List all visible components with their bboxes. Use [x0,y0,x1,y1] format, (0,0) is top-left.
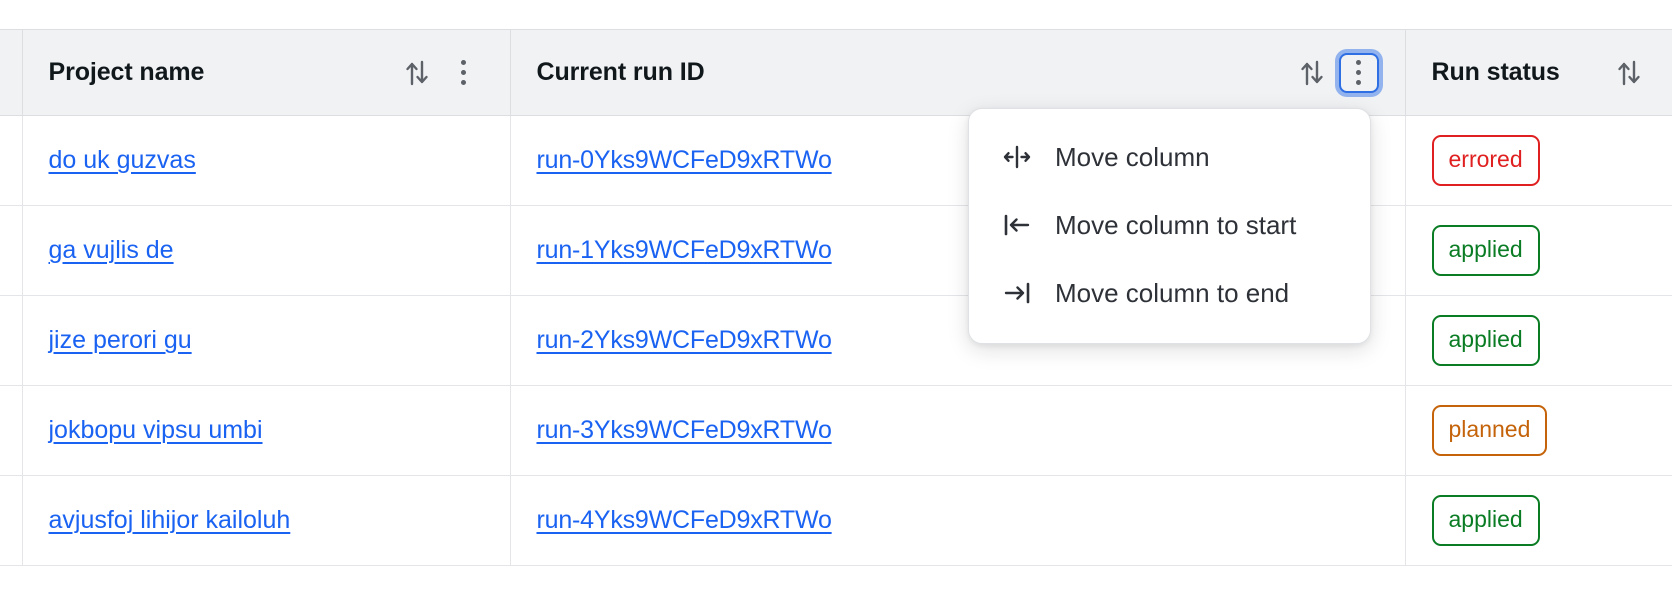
cell-project-name: do uk guzvas [22,115,511,206]
menu-item-label: Move column [1055,141,1210,172]
project-name-link[interactable]: jokbopu vipsu umbi [48,416,263,444]
row-gutter [0,205,23,296]
cell-run-status: errored [1405,115,1672,206]
project-name-link[interactable]: ga vujlis de [48,236,174,264]
sort-icon-run-status[interactable] [1612,54,1646,92]
header-cell-current-run-id[interactable]: Current run ID [510,29,1406,116]
run-id-link[interactable]: run-4Yks9WCFeD9xRTWo [536,506,832,534]
menu-item-label: Move column to end [1055,277,1290,308]
row-gutter [0,475,23,566]
row-gutter [0,385,23,476]
header-cell-project-name[interactable]: Project name [22,29,511,116]
header-label-run-status: Run status [1431,58,1560,86]
cell-run-status: applied [1405,295,1672,386]
move-column-icon [1001,141,1033,173]
status-badge: applied [1431,495,1540,546]
header-label-current-run-id: Current run ID [536,58,705,86]
project-name-link[interactable]: avjusfoj lihijor kailoluh [48,506,291,534]
status-badge: errored [1431,135,1540,186]
run-id-link[interactable]: run-2Yks9WCFeD9xRTWo [536,326,832,354]
kebab-icon [461,60,466,85]
sort-icon-current-run-id[interactable] [1295,54,1329,92]
status-badge: planned [1431,405,1548,456]
cell-run-status: applied [1405,205,1672,296]
cell-run-status: planned [1405,385,1672,476]
header-cell-gutter [0,29,23,116]
header-tools-current-run-id [1295,52,1379,93]
table-row: ga vujlis de run-1Yks9WCFeD9xRTWo applie… [0,205,1672,296]
header-cell-run-status[interactable]: Run status [1405,29,1672,116]
cell-project-name: ga vujlis de [22,205,511,296]
cell-project-name: avjusfoj lihijor kailoluh [22,475,511,566]
menu-item-move-column-to-end[interactable]: Move column to end [969,259,1370,327]
projects-table: Project name [0,29,1672,566]
row-gutter [0,295,23,386]
table-body: do uk guzvas run-0Yks9WCFeD9xRTWo errore… [0,115,1672,566]
table-header-row: Project name [0,29,1672,116]
header-tools-project-name [400,53,484,93]
project-name-link[interactable]: do uk guzvas [48,146,196,174]
project-name-link[interactable]: jize perori gu [48,326,192,354]
column-context-menu: Move column Move column to start Move co… [968,108,1371,344]
move-column-to-end-icon [1001,277,1033,309]
cell-project-name: jize perori gu [22,295,511,386]
table-row: avjusfoj lihijor kailoluh run-4Yks9WCFeD… [0,475,1672,566]
menu-item-label: Move column to start [1055,209,1297,240]
cell-run-id: run-4Yks9WCFeD9xRTWo [510,475,1406,566]
table-row: do uk guzvas run-0Yks9WCFeD9xRTWo errore… [0,115,1672,206]
status-badge: applied [1431,225,1540,276]
move-column-to-start-icon [1001,209,1033,241]
menu-item-move-column[interactable]: Move column [969,123,1370,191]
run-id-link[interactable]: run-3Yks9WCFeD9xRTWo [536,416,832,444]
kebab-icon [1356,60,1361,85]
cell-run-status: applied [1405,475,1672,566]
run-id-link[interactable]: run-1Yks9WCFeD9xRTWo [536,236,832,264]
menu-item-move-column-to-start[interactable]: Move column to start [969,191,1370,259]
cell-run-id: run-3Yks9WCFeD9xRTWo [510,385,1406,476]
column-menu-button-project-name[interactable] [444,53,484,93]
table-row: jokbopu vipsu umbi run-3Yks9WCFeD9xRTWo … [0,385,1672,476]
table-header: Project name [0,29,1672,116]
table-row: jize perori gu run-2Yks9WCFeD9xRTWo appl… [0,295,1672,386]
header-tools-run-status [1612,54,1646,92]
run-id-link[interactable]: run-0Yks9WCFeD9xRTWo [536,146,832,174]
column-menu-button-current-run-id[interactable] [1338,52,1379,93]
status-badge: applied [1431,315,1540,366]
sort-icon-project-name[interactable] [400,54,434,92]
cell-project-name: jokbopu vipsu umbi [22,385,511,476]
row-gutter [0,115,23,206]
header-label-project-name: Project name [48,58,205,86]
